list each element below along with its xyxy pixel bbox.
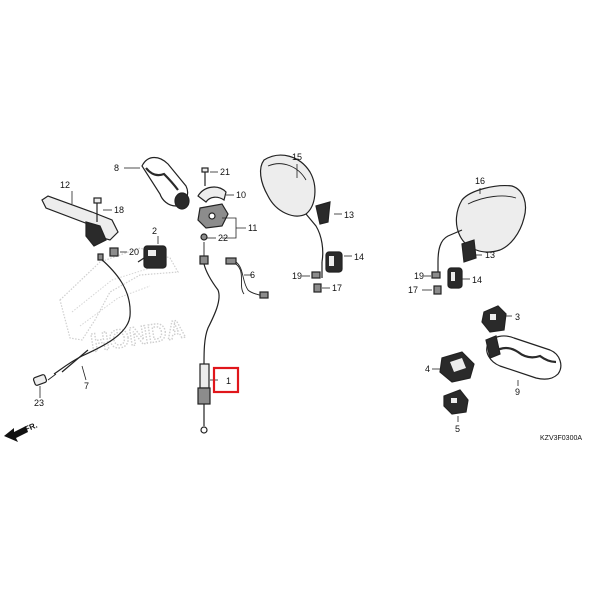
part-14-adapter-right [447, 267, 463, 289]
part-2-switch [137, 245, 167, 269]
callout-7[interactable]: 7 [84, 381, 89, 391]
part-3-switch-housing [481, 305, 507, 333]
callout-3[interactable]: 3 [515, 312, 520, 322]
front-direction-arrow: FR. [4, 421, 39, 442]
part-21-screw [201, 167, 209, 186]
part-13-boot-right [461, 239, 477, 263]
callout-5[interactable]: 5 [455, 424, 460, 434]
callout-14-right[interactable]: 14 [472, 275, 482, 285]
part-18-bolt [93, 197, 102, 222]
part-15-left-mirror [259, 154, 324, 278]
highlight-box-part-1 [212, 366, 240, 394]
callout-19-right[interactable]: 19 [414, 271, 424, 281]
part-23-cap [32, 374, 48, 386]
part-12-clutch-lever [41, 195, 119, 247]
part-13-boot-left [315, 201, 331, 225]
watermark-text: HONDA [88, 313, 187, 358]
part-9-right-grip [485, 335, 562, 380]
callout-17-left[interactable]: 17 [332, 283, 342, 293]
callout-4[interactable]: 4 [425, 364, 430, 374]
callout-13-right[interactable]: 13 [485, 250, 495, 260]
part-22-screw [200, 233, 208, 241]
diagram-code: KZV3F0300A [540, 435, 582, 442]
callout-10[interactable]: 10 [236, 190, 246, 200]
callout-21[interactable]: 21 [220, 167, 230, 177]
part-5-switch-lower [443, 389, 469, 415]
direction-label: FR. [23, 421, 38, 434]
part-11-throttle-housing-lower [197, 203, 229, 229]
part-6-wire-harness [225, 257, 269, 299]
callout-22[interactable]: 22 [218, 233, 228, 243]
callout-11[interactable]: 11 [248, 223, 257, 233]
callout-9[interactable]: 9 [515, 387, 520, 397]
callout-8[interactable]: 8 [114, 163, 119, 173]
part-8-left-grip [141, 156, 190, 210]
part-19-nut-left [311, 271, 321, 279]
honda-watermark: HONDA [59, 247, 188, 359]
callout-numbers: 1 2 3 4 5 6 7 8 9 10 11 12 13 13 14 14 1… [34, 152, 520, 434]
callout-13-left[interactable]: 13 [344, 210, 354, 220]
part-14-adapter-left [325, 251, 343, 273]
callout-16[interactable]: 16 [475, 176, 485, 186]
part-17-bolt-right [433, 285, 442, 295]
part-17-bolt-left [313, 283, 322, 293]
part-10-throttle-housing-upper [197, 186, 227, 203]
callout-18[interactable]: 18 [114, 205, 124, 215]
callout-1[interactable]: 1 [226, 376, 231, 386]
part-16-right-mirror [437, 185, 527, 276]
part-4-switch-upper [439, 351, 475, 383]
callout-6[interactable]: 6 [250, 270, 255, 280]
part-1-throttle-cable [197, 242, 220, 434]
callout-14-left[interactable]: 14 [354, 252, 364, 262]
callout-17-right[interactable]: 17 [408, 285, 418, 295]
callout-12[interactable]: 12 [60, 180, 70, 190]
part-19-nut-right [431, 271, 441, 279]
callout-2[interactable]: 2 [152, 226, 157, 236]
callout-23[interactable]: 23 [34, 398, 44, 408]
callout-19-left[interactable]: 19 [292, 271, 302, 281]
callout-15[interactable]: 15 [292, 152, 302, 162]
honda-wing-logo [59, 247, 179, 341]
part-7-clutch-cable [47, 253, 131, 381]
callout-20[interactable]: 20 [129, 247, 139, 257]
part-20-nut [109, 247, 119, 257]
